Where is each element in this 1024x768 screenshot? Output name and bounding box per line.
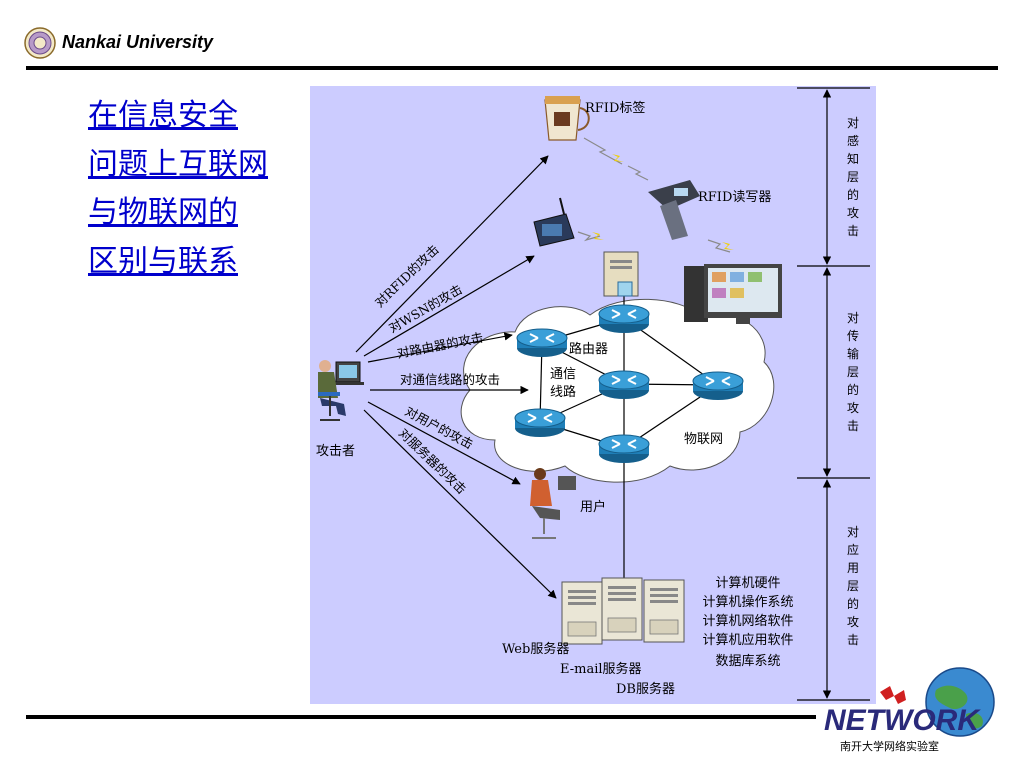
- svg-text:对: 对: [847, 116, 859, 130]
- svg-text:层: 层: [847, 365, 859, 379]
- network-lab-logo: NETWORK 南开大学网络实验室: [824, 667, 995, 753]
- slide-title[interactable]: 在信息安全 问题上互联网 与物联网的 区别与联系: [88, 92, 268, 286]
- router-icon: [598, 434, 650, 464]
- svg-text:对: 对: [847, 525, 859, 539]
- router-icon: [692, 371, 744, 401]
- rfid-tag-icon: [544, 96, 590, 141]
- db-server-label: DB服务器: [616, 681, 675, 697]
- network-logo-caption: 南开大学网络实验室: [840, 739, 939, 753]
- router-icon: [598, 370, 650, 400]
- rfid-reader-icon: [648, 180, 700, 240]
- gateway-server-icon: [603, 251, 639, 297]
- svg-text:层: 层: [847, 579, 859, 593]
- svg-text:攻: 攻: [847, 615, 859, 629]
- web-server-label: Web服务器: [502, 641, 569, 657]
- attacker-icon: [318, 360, 364, 421]
- web-server-icon: [561, 581, 603, 645]
- router-icon: [516, 328, 568, 358]
- user-icon: [530, 468, 576, 539]
- svg-text:传: 传: [847, 328, 859, 343]
- line-label: 线路: [550, 384, 576, 400]
- wireless-bolt-icons: [592, 154, 734, 250]
- svg-text:对: 对: [847, 311, 859, 325]
- svg-text:输: 输: [847, 346, 859, 361]
- server-item: 数据库系统: [715, 653, 780, 669]
- svg-text:层: 层: [847, 170, 859, 184]
- slide-title-line[interactable]: 在信息安全: [88, 98, 238, 133]
- svg-text:击: 击: [847, 419, 859, 433]
- server-item: 计算机网络软件: [702, 613, 793, 629]
- attacker-label: 攻击者: [316, 444, 355, 459]
- email-server-label: E-mail服务器: [560, 661, 642, 677]
- top-divider: [26, 66, 998, 70]
- svg-text:攻: 攻: [847, 401, 859, 415]
- attack-label-line: 对通信线路的攻击: [400, 372, 500, 387]
- layer-brackets: [797, 87, 870, 701]
- transport-layer-label: 对 传 输 层 的 攻 击: [847, 311, 859, 433]
- svg-text:击: 击: [847, 224, 859, 238]
- db-server-icon: [643, 579, 685, 643]
- server-item: 计算机操作系统: [702, 594, 793, 610]
- router-label: 路由器: [569, 341, 608, 357]
- svg-text:感: 感: [847, 133, 859, 148]
- network-logo-text: NETWORK: [824, 704, 981, 737]
- server-item: 计算机应用软件: [702, 632, 793, 648]
- iot-network-label: 物联网: [684, 432, 723, 447]
- university-seal-icon: [24, 27, 56, 59]
- svg-text:应: 应: [847, 542, 859, 557]
- svg-text:击: 击: [847, 633, 859, 647]
- svg-text:的: 的: [847, 187, 859, 202]
- user-label: 用户: [580, 499, 606, 515]
- router-icon: [598, 304, 650, 334]
- svg-text:用: 用: [847, 561, 859, 575]
- server-item: 计算机硬件: [715, 576, 780, 591]
- computer-icon: [684, 264, 782, 324]
- svg-text:攻: 攻: [847, 206, 859, 220]
- wsn-node-icon: [533, 197, 575, 247]
- application-layer-label: 对 应 用 层 的 攻 击: [847, 525, 859, 647]
- perception-layer-label: 对 感 知 层 的 攻 击: [847, 116, 859, 238]
- bottom-divider: [26, 715, 816, 719]
- svg-text:的: 的: [847, 596, 859, 611]
- rfid-reader-label: RFID读写器: [698, 190, 771, 205]
- rfid-tag-label: RFID标签: [585, 100, 645, 116]
- slide-title-line[interactable]: 问题上互联网: [88, 146, 268, 182]
- router-icon: [514, 408, 566, 438]
- slide-title-line[interactable]: 与物联网的: [88, 195, 238, 230]
- attack-arrows: [355, 155, 557, 599]
- svg-text:的: 的: [847, 382, 859, 397]
- email-server-icon: [601, 577, 643, 641]
- line-label: 通信: [550, 367, 576, 382]
- slide-title-line[interactable]: 区别与联系: [88, 243, 238, 279]
- wireless-links: [577, 137, 731, 253]
- header-title: Nankai University: [62, 32, 214, 52]
- svg-text:知: 知: [847, 152, 859, 166]
